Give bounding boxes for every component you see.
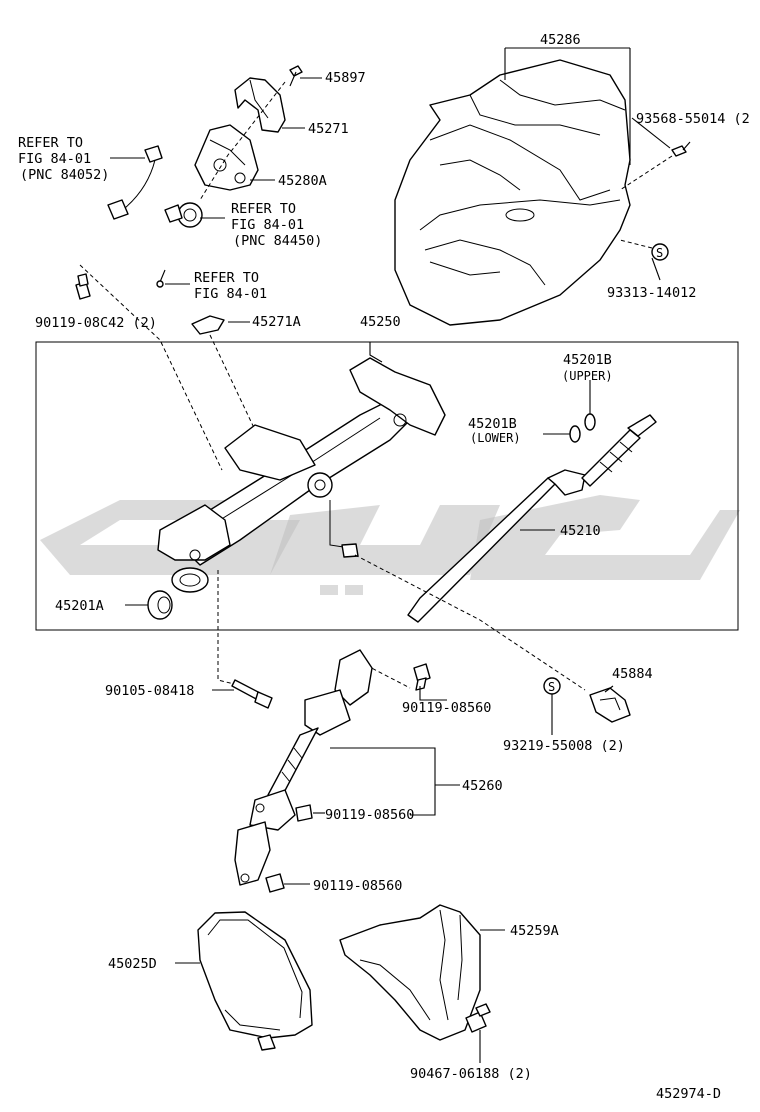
label-refer-3a: REFER TO xyxy=(194,270,259,286)
label-45271: 45271 xyxy=(308,121,349,137)
label-lower: (LOWER) xyxy=(470,431,521,445)
diagram-id: 452974-D xyxy=(656,1086,721,1102)
assembly-line-b xyxy=(209,334,256,431)
label-93313: 93313-14012 xyxy=(607,285,696,301)
column-assembly-box xyxy=(35,341,739,631)
label-refer-1a: REFER TO xyxy=(18,135,83,151)
label-93219: 93219-55008 (2) xyxy=(503,738,625,754)
assembly-line-a xyxy=(79,264,223,471)
label-93568: 93568-55014 (2 xyxy=(636,111,750,127)
part-labels: 45286 45897 45271 45280A 93568-55014 (2 … xyxy=(18,32,750,1102)
clip-93313: S xyxy=(619,239,669,261)
label-refer-1c: (PNC 84052) xyxy=(20,167,109,183)
connector-wire-84052 xyxy=(107,145,163,220)
bolt-90119-08560-lower xyxy=(265,873,285,893)
ring-45201B-lower xyxy=(569,425,581,443)
watermark-logo xyxy=(40,495,740,595)
lever-45884 xyxy=(589,687,631,723)
assembly-line-d xyxy=(217,570,239,686)
bushing-45201A xyxy=(147,590,173,620)
label-45210: 45210 xyxy=(560,523,601,539)
cover-45025D xyxy=(197,911,313,1051)
label-45286: 45286 xyxy=(540,32,581,48)
svg-text:S: S xyxy=(548,680,555,694)
label-refer-2a: REFER TO xyxy=(231,201,296,217)
bolt-90467-06188 xyxy=(465,1003,491,1033)
label-45201B-upper: 45201B xyxy=(563,352,612,368)
boot-45259A xyxy=(339,904,481,1041)
column-cover-45286 xyxy=(394,59,631,326)
bolt-90119-08C42 xyxy=(75,273,91,300)
label-90119-08C42: 90119-08C42 (2) xyxy=(35,315,157,331)
label-45271A: 45271A xyxy=(252,314,301,330)
clip-93219: S xyxy=(543,677,561,695)
label-90119-08560-upper: 90119-08560 xyxy=(402,700,491,716)
screw-45897 xyxy=(289,65,303,87)
label-45260: 45260 xyxy=(462,778,503,794)
label-90119-08560-lower: 90119-08560 xyxy=(313,878,402,894)
sensor-84450 xyxy=(164,202,203,228)
key-switch-45280A xyxy=(194,124,259,191)
label-90105-08418: 90105-08418 xyxy=(105,683,194,699)
label-45259A: 45259A xyxy=(510,923,559,939)
intermediate-shaft-45260 xyxy=(234,649,373,886)
svg-text:S: S xyxy=(656,246,663,260)
label-refer-3b: FIG 84-01 xyxy=(194,286,267,302)
label-refer-1b: FIG 84-01 xyxy=(18,151,91,167)
screw-93568 xyxy=(619,141,691,191)
label-90467: 90467-06188 (2) xyxy=(410,1066,532,1082)
label-45025D: 45025D xyxy=(108,956,157,972)
bolt-90119-08560-upper xyxy=(413,663,431,691)
label-refer-2b: FIG 84-01 xyxy=(231,217,304,233)
label-45201B-lower: 45201B xyxy=(468,416,517,432)
label-45280A: 45280A xyxy=(278,173,327,189)
clip-45271A xyxy=(191,315,225,335)
label-45884: 45884 xyxy=(612,666,653,682)
label-refer-2c: (PNC 84450) xyxy=(233,233,322,249)
label-45250: 45250 xyxy=(360,314,401,330)
label-90119-08560-middle: 90119-08560 xyxy=(325,807,414,823)
assembly-line-c xyxy=(199,81,286,201)
ring-45201B-upper xyxy=(584,413,596,431)
leader-lines xyxy=(110,47,671,1063)
label-45897: 45897 xyxy=(325,70,366,86)
steering-column-45250 xyxy=(157,357,446,593)
label-upper: (UPPER) xyxy=(562,369,613,383)
main-shaft-45210 xyxy=(407,414,657,623)
bolt-90105-08418 xyxy=(231,679,273,709)
key-cylinder-cover-45271 xyxy=(234,77,286,133)
label-45201A: 45201A xyxy=(55,598,104,614)
assembly-line-e xyxy=(354,554,586,691)
bolt-90119-08560-middle xyxy=(295,804,313,822)
pin-refer-84-01 xyxy=(156,269,166,288)
